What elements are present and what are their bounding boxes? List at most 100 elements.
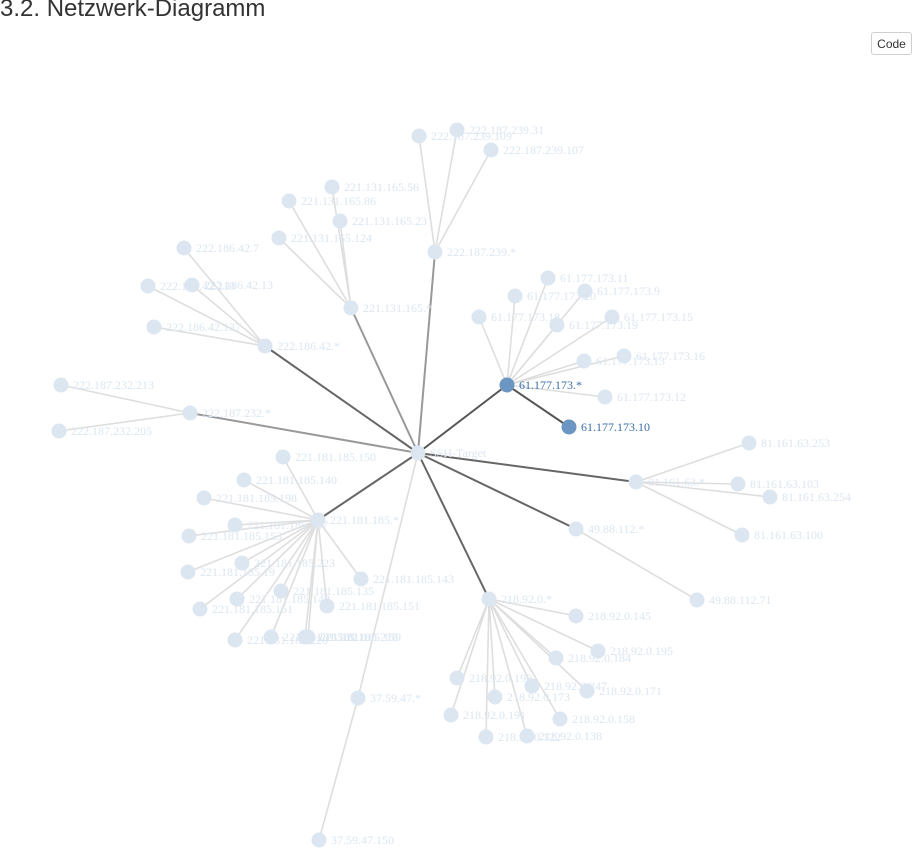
node-label-n177_12: 61.177.173.12 xyxy=(617,390,686,404)
node-n186_13[interactable] xyxy=(184,277,200,293)
node-n181_151b[interactable] xyxy=(319,598,335,614)
node-n181_19[interactable] xyxy=(180,564,196,580)
node-n181_153[interactable] xyxy=(181,528,197,544)
link-g177-n177_13 xyxy=(506,360,585,386)
node-n218_138[interactable] xyxy=(519,728,535,744)
node-label-g37: 37.59.47.* xyxy=(370,691,421,705)
node-label-n218_x: 218.92.0.122 xyxy=(498,730,561,744)
link-g218-n218_195 xyxy=(488,598,599,652)
link-g49-n49_71 xyxy=(575,528,698,601)
link-root-g37 xyxy=(357,452,419,699)
node-n37_150[interactable] xyxy=(311,832,327,848)
node-n186_210[interactable] xyxy=(140,278,156,294)
node-n177_15[interactable] xyxy=(604,309,620,325)
node-n186_7[interactable] xyxy=(176,240,192,256)
node-n218_247[interactable] xyxy=(524,678,540,694)
code-button[interactable]: Code xyxy=(871,32,912,55)
link-g218-n218_171 xyxy=(488,598,588,692)
node-n81_100[interactable] xyxy=(734,527,750,543)
node-n181_221[interactable] xyxy=(263,629,279,645)
node-n218_x[interactable] xyxy=(478,729,494,745)
link-g239-n239_31 xyxy=(434,129,458,253)
node-n186_137[interactable] xyxy=(146,319,162,335)
node-n232_205[interactable] xyxy=(51,423,67,439)
node-n81_254[interactable] xyxy=(762,489,778,505)
node-g218[interactable] xyxy=(481,591,497,607)
node-n81_103[interactable] xyxy=(730,476,746,492)
link-g181-n181_223 xyxy=(241,519,319,564)
link-g81-n81_253 xyxy=(635,442,750,483)
node-n218_195[interactable] xyxy=(590,643,606,659)
node-n131_86[interactable] xyxy=(281,193,297,209)
node-n181_159[interactable] xyxy=(300,629,316,645)
node-g81[interactable] xyxy=(628,474,644,490)
node-n177_18[interactable] xyxy=(471,309,487,325)
node-n218_190[interactable] xyxy=(449,670,465,686)
node-label-n177_18: 61.177.173.18 xyxy=(491,310,560,324)
node-n181_150[interactable] xyxy=(275,449,291,465)
node-n181_143[interactable] xyxy=(353,571,369,587)
node-label-g177: 61.177.173.* xyxy=(519,378,582,392)
node-label-n81_103: 81.161.63.103 xyxy=(750,477,819,491)
link-root-g131 xyxy=(350,307,419,454)
node-g181[interactable] xyxy=(310,512,326,528)
node-g232[interactable] xyxy=(182,405,198,421)
node-label-n239_109: 222.187.239.109 xyxy=(431,129,512,143)
node-n218_191[interactable] xyxy=(443,707,459,723)
node-n177_12[interactable] xyxy=(597,389,613,405)
node-label-n218_190: 218.92.0.190 xyxy=(469,671,532,685)
link-g218-n218_x xyxy=(485,598,490,738)
node-n181_135[interactable] xyxy=(273,583,289,599)
node-n177_20[interactable] xyxy=(507,288,523,304)
node-n181_198[interactable] xyxy=(196,490,212,506)
node-label-n186_137: 222.186.42.137 xyxy=(166,320,241,334)
link-g232-n232_205 xyxy=(58,412,191,432)
node-n218_145[interactable] xyxy=(568,608,584,624)
node-g37[interactable] xyxy=(350,690,366,706)
node-label-n131_124: 221.131.165.124 xyxy=(291,231,372,245)
network-nodes xyxy=(51,122,778,848)
node-n218_171[interactable] xyxy=(579,683,595,699)
node-n218_158[interactable] xyxy=(552,711,568,727)
node-n181_223[interactable] xyxy=(234,555,250,571)
node-n232_213[interactable] xyxy=(53,377,69,393)
node-n131_124[interactable] xyxy=(271,230,287,246)
link-g181-n181_153 xyxy=(188,519,319,537)
node-n177_16[interactable] xyxy=(616,348,632,364)
node-n239_107[interactable] xyxy=(483,142,499,158)
node-label-n181_148: 221.181.185.148 xyxy=(249,592,330,606)
node-n181_220[interactable] xyxy=(227,632,243,648)
node-g239[interactable] xyxy=(427,244,443,260)
node-n131_56[interactable] xyxy=(324,179,340,195)
node-g49[interactable] xyxy=(568,521,584,537)
node-n81_253[interactable] xyxy=(741,435,757,451)
node-n239_109[interactable] xyxy=(411,128,427,144)
node-n181_151[interactable] xyxy=(192,601,208,617)
node-n177_13[interactable] xyxy=(576,353,592,369)
node-n218_184[interactable] xyxy=(548,650,564,666)
node-label-n239_107: 222.187.239.107 xyxy=(503,143,584,157)
node-n177_10[interactable] xyxy=(561,419,577,435)
node-root[interactable] xyxy=(410,445,426,461)
node-n181_137[interactable] xyxy=(227,517,243,533)
node-g131[interactable] xyxy=(343,300,359,316)
node-n131_23[interactable] xyxy=(332,213,348,229)
node-g177[interactable] xyxy=(499,377,515,393)
node-n49_71[interactable] xyxy=(689,592,705,608)
node-label-n232_213: 222.187.232.213 xyxy=(73,378,154,392)
node-n218_173[interactable] xyxy=(487,689,503,705)
node-n181_148[interactable] xyxy=(229,591,245,607)
link-g232-n232_213 xyxy=(60,384,191,414)
node-n181_140[interactable] xyxy=(236,472,252,488)
link-g181-n181_221 xyxy=(270,519,319,638)
link-g181-n181_151 xyxy=(199,519,319,610)
node-n177_11[interactable] xyxy=(540,270,556,286)
node-n177_9[interactable] xyxy=(577,283,593,299)
link-g181-n181_143 xyxy=(317,519,362,580)
node-n177_19[interactable] xyxy=(549,317,565,333)
node-n239_31[interactable] xyxy=(449,122,465,138)
node-g186[interactable] xyxy=(257,338,273,354)
node-label-n218_247: 218.92.0.247 xyxy=(544,679,607,693)
node-label-n186_210: 222.186.42.210 xyxy=(160,279,235,293)
node-label-n218_171: 218.92.0.171 xyxy=(599,684,662,698)
